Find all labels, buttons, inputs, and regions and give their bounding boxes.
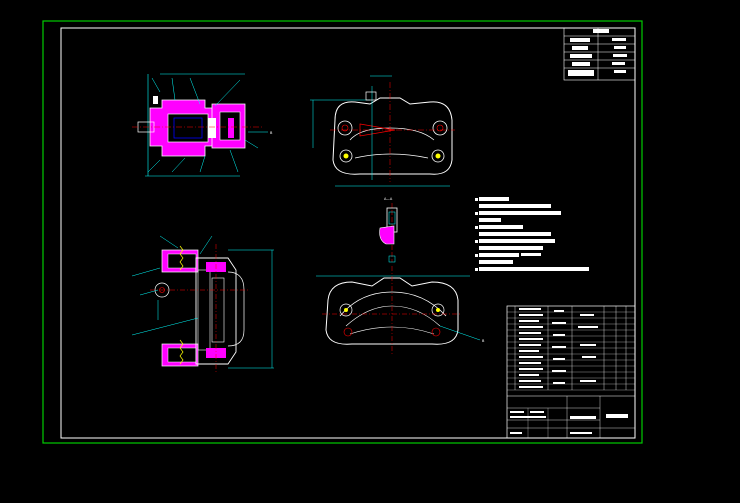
section-view-top-left: B (132, 73, 273, 177)
section-marker: A—A (384, 197, 393, 201)
inner-frame (60, 27, 636, 439)
revision-table (563, 27, 636, 81)
technical-notes (475, 197, 589, 271)
parts-list-table (506, 305, 636, 439)
front-view-top-right (310, 75, 455, 187)
top-view-bottom-right: B (316, 266, 485, 356)
outer-frame (42, 20, 643, 444)
balloon-label: B (482, 339, 485, 343)
section-label-b: B (270, 131, 273, 135)
section-aa-detail: A—A (379, 197, 398, 263)
side-view-bottom-left (131, 235, 274, 372)
